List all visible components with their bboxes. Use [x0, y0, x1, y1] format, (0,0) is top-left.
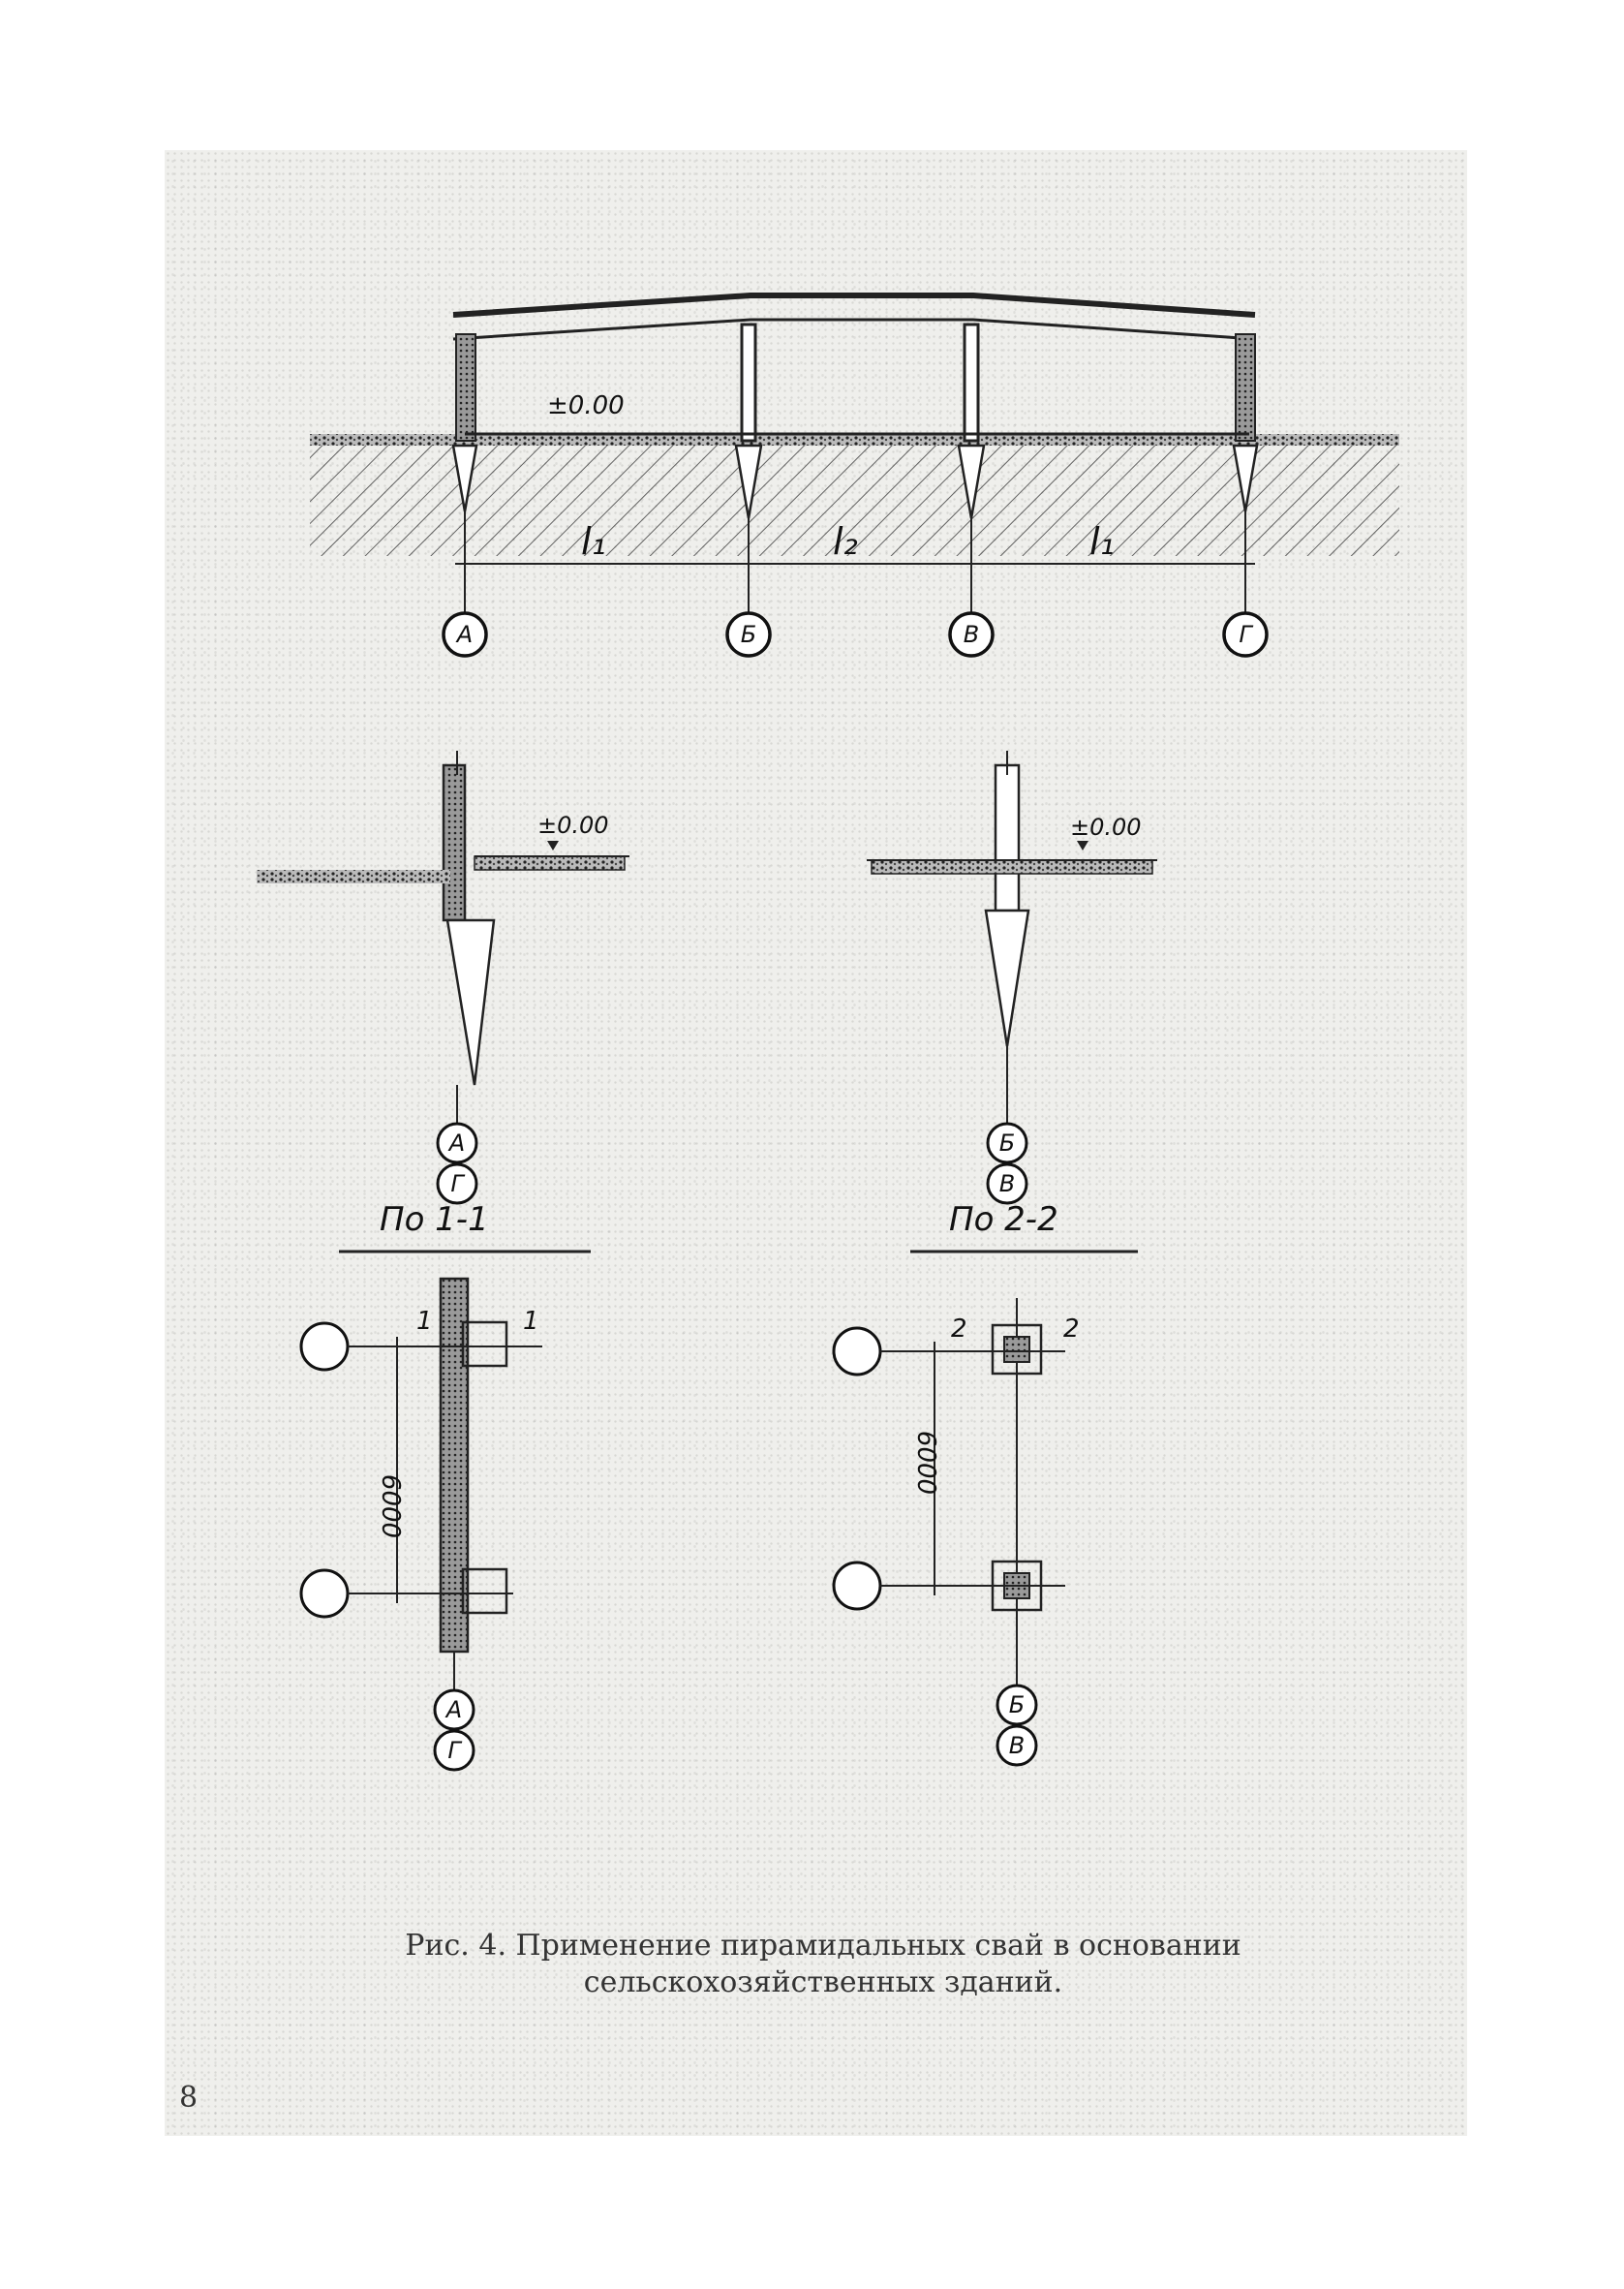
plan-right-axis-b: Б [1009, 1691, 1025, 1718]
plan-left-bubble-a [433, 1688, 475, 1731]
axis-label-a: А [455, 621, 473, 648]
axis-bubble-g [1222, 611, 1269, 658]
detail-right-column [994, 763, 1021, 913]
axis-label-v: В [964, 621, 979, 648]
axis-bubble-a [442, 611, 488, 658]
span-label-2: l₂ [833, 520, 858, 563]
detail-left-axis-a: А [447, 1129, 465, 1157]
detail-right-elevation-triangle [1077, 841, 1088, 851]
detail-left-elevation: ±0.00 [537, 812, 609, 839]
roof-underside [452, 318, 1256, 341]
axis-bubble-b [725, 611, 772, 658]
detail-left-bubble-g [436, 1162, 478, 1205]
detail-right: ±0.00 Б В [867, 751, 1157, 1205]
pile-g [1232, 444, 1259, 512]
axis-label-g: Г [1239, 621, 1253, 648]
pile-b [734, 444, 763, 519]
cross-section: ±0.00 l₁ l₂ l₁ А Б В Г [310, 293, 1399, 658]
elevation-label: ±0.00 [547, 391, 625, 420]
detail-left-floor [474, 855, 626, 871]
plan-right-title: По 2-2 [949, 1200, 1058, 1239]
detail-right-axis-v: В [999, 1170, 1015, 1197]
plan-right-bubble-v [996, 1724, 1038, 1767]
plan-left-dimension: 6000 [376, 1474, 405, 1538]
plan-left: По 1-1 6000 1 1 А Г [299, 1200, 591, 1772]
plan-left-axis-g: Г [447, 1737, 462, 1764]
span-label-1: l₁ [581, 520, 606, 563]
plan-left-axis-bubble-top [299, 1321, 350, 1372]
plan-right-axis-bubble-bottom [832, 1561, 882, 1611]
detail-right-elevation: ±0.00 [1070, 814, 1142, 841]
plan-right-axis-v: В [1009, 1732, 1025, 1759]
plan-left-cut-mark-right: 1 [523, 1307, 539, 1336]
soil-hatch [310, 442, 1399, 556]
plan-left-bubble-g [433, 1729, 475, 1772]
figure-caption: Рис. 4. Применение пирамидальных свай в … [291, 1928, 1356, 2001]
pile-a [451, 444, 478, 512]
page-number: 8 [179, 2081, 199, 2115]
plan-right-pile-top [991, 1323, 1043, 1376]
plan-left-title: По 1-1 [380, 1200, 489, 1239]
ground-surface [310, 434, 1399, 446]
plan-left-pile-top [461, 1320, 508, 1368]
detail-left-pile [445, 918, 496, 1086]
caption-line-1: Рис. 4. Применение пирамидальных свай в … [405, 1929, 1241, 1963]
axis-bubble-v [948, 611, 995, 658]
detail-left-axis-g: Г [450, 1170, 465, 1197]
plan-left-axis-a: А [444, 1696, 462, 1723]
detail-right-axis-b: Б [999, 1129, 1015, 1157]
column-v [963, 323, 980, 443]
column-b [740, 323, 757, 443]
detail-right-bubble-v [986, 1162, 1028, 1205]
plan-right-bubble-b [996, 1684, 1038, 1726]
detail-left-elevation-triangle [547, 841, 559, 851]
detail-left-wall [442, 763, 467, 922]
plan-left-cut-mark-left: 1 [416, 1307, 433, 1336]
roof-outline [452, 293, 1256, 318]
span-label-3: l₁ [1089, 520, 1115, 563]
plan-left-pile-bottom [461, 1567, 508, 1615]
plan-right-cut-mark-right: 2 [1063, 1315, 1080, 1344]
detail-right-floor [871, 859, 1153, 875]
right-wall [1235, 333, 1256, 442]
plan-right-dimension: 6000 [911, 1431, 940, 1495]
plan-right-axis-bubble-top [832, 1326, 882, 1376]
left-wall [455, 333, 476, 442]
detail-left-bubble-a [436, 1122, 478, 1164]
plan-left-axis-bubble-bottom [299, 1568, 350, 1619]
axis-label-b: Б [741, 621, 756, 648]
plan-right-cut-mark-left: 2 [951, 1315, 967, 1344]
plan-right: По 2-2 6000 2 2 Б В [832, 1200, 1138, 1767]
detail-right-pile [984, 909, 1030, 1047]
detail-left: ±0.00 А Г [257, 751, 629, 1205]
plan-right-column-top [1003, 1336, 1030, 1363]
caption-line-2: сельскохозяйственных зданий. [583, 1965, 1063, 1999]
detail-right-bubble-b [986, 1122, 1028, 1164]
pile-v [957, 444, 986, 519]
detail-left-ground [257, 870, 450, 883]
